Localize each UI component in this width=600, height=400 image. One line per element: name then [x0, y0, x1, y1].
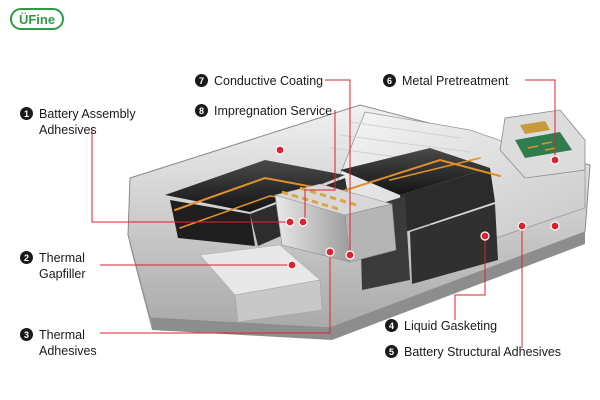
number-badge: 1: [20, 107, 33, 120]
callout-line: Adhesives: [39, 344, 97, 358]
number-badge: 8: [195, 104, 208, 117]
bms-board: [499, 109, 586, 179]
callout-line: Conductive Coating: [214, 74, 324, 88]
marker-dot: [550, 221, 560, 231]
callout-line: Battery Assembly: [39, 107, 136, 121]
callout-line: Impregnation Service: [214, 104, 333, 118]
number-badge: 3: [20, 328, 33, 341]
marker-dot: [345, 250, 355, 260]
callout-liquid-gasketing: 4 Liquid Gasketing: [385, 318, 497, 334]
number-badge: 6: [383, 74, 396, 87]
thermal-pad-area: [199, 244, 323, 323]
callout-impregnation-service: 8 Impregnation Service: [195, 103, 332, 119]
callout-conductive-coating: 7 Conductive Coating: [195, 73, 323, 89]
callout-line: Adhesives: [39, 123, 97, 137]
number-badge: 7: [195, 74, 208, 87]
number-badge: 2: [20, 251, 33, 264]
callout-line: Gapfiller: [39, 267, 86, 281]
callout-thermal-gapfiller: 2 Thermal Gapfiller: [20, 250, 86, 282]
marker-dot: [287, 260, 297, 270]
marker-dot: [285, 217, 295, 227]
callout-battery-assembly-adhesives: 1 Battery Assembly Adhesives: [20, 106, 136, 138]
callout-line: Battery Structural Adhesives: [404, 345, 562, 359]
callout-battery-structural-adhesives: 5 Battery Structural Adhesives: [385, 344, 561, 360]
marker-dot: [517, 221, 527, 231]
marker-dot: [298, 217, 308, 227]
module-compartments: [165, 148, 498, 290]
callout-line: Liquid Gasketing: [404, 319, 498, 333]
number-badge: 4: [385, 319, 398, 332]
callout-line: Thermal: [39, 251, 85, 265]
callout-metal-pretreatment: 6 Metal Pretreatment: [383, 73, 508, 89]
marker-points: [275, 145, 560, 270]
callout-line: Thermal: [39, 328, 85, 342]
marker-dot: [550, 155, 560, 165]
callout-thermal-adhesives: 3 Thermal Adhesives: [20, 327, 97, 359]
cell-stack: [273, 183, 397, 263]
brand-logo: ÜFine: [10, 8, 64, 30]
marker-dot: [480, 231, 490, 241]
number-badge: 5: [385, 345, 398, 358]
marker-dot: [325, 247, 335, 257]
marker-dot: [275, 145, 285, 155]
callout-line: Metal Pretreatment: [402, 74, 509, 88]
leader-lines: [91, 79, 556, 348]
